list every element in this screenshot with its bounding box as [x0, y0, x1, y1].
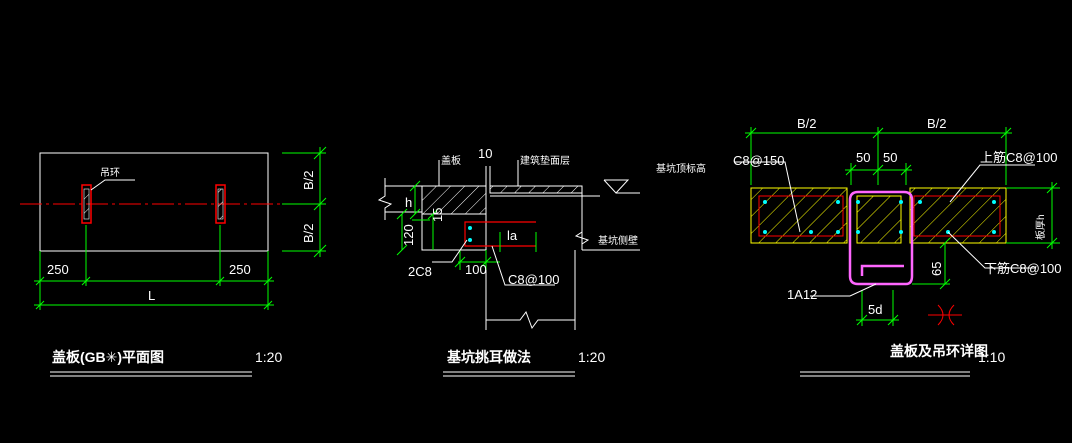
- dimension-top: [745, 127, 1012, 185]
- dim-250-left: 250: [47, 262, 69, 277]
- view-slab-plan: 吊环 B/2 B/2 250 250: [20, 146, 327, 377]
- slab-middle-section: [856, 195, 902, 244]
- break-mark-left: [377, 178, 393, 220]
- dim-15: 15: [430, 208, 445, 222]
- dimension-b2: [282, 146, 327, 258]
- label-floor: 建筑垫面层: [520, 154, 570, 167]
- dim-la: la: [507, 228, 518, 243]
- floor-finish: [489, 185, 583, 194]
- ring-hatch-left: [83, 188, 90, 220]
- break-mark-wall: [574, 226, 590, 245]
- section-mark: [928, 304, 962, 326]
- ring-leader: [90, 179, 135, 191]
- scale-view2: 1:20: [578, 349, 605, 365]
- scale-view1: 1:20: [255, 349, 282, 365]
- scale-view3: 1:10: [978, 349, 1005, 365]
- dim-b2-left: B/2: [797, 116, 817, 131]
- dimension-5d: [856, 290, 899, 326]
- rebar-frame-left: [758, 195, 844, 237]
- dim-65: 65: [929, 262, 944, 276]
- dim-100: 100: [465, 262, 487, 277]
- dim-h-right: 板厚h: [1034, 214, 1047, 240]
- dim-b2-top: B/2: [301, 170, 316, 190]
- dim-L: L: [148, 288, 155, 303]
- label-ring: 吊环: [100, 167, 120, 179]
- ring-hatch-right: [217, 188, 224, 220]
- label-1a12: 1A12: [787, 287, 817, 302]
- label-c8-100: C8@100: [508, 272, 560, 287]
- label-top-elev: 基坑顶标高: [656, 162, 706, 175]
- dim-5d: 5d: [868, 302, 882, 317]
- label-2c8: 2C8: [408, 264, 432, 279]
- view-slab-ring-detail: B/2 B/2 50 50: [733, 116, 1062, 377]
- lifting-ring: [848, 190, 914, 286]
- lifting-ring-right: [215, 184, 226, 224]
- dim-b2-bottom: B/2: [301, 223, 316, 243]
- title-view3: 盖板及吊环详图: [890, 343, 988, 359]
- label-slab: 盖板: [441, 154, 461, 167]
- title-view1: 盖板(GB✳)平面图: [52, 349, 164, 365]
- lifting-ring-left: [81, 184, 92, 224]
- rebar-point-2: [468, 238, 472, 242]
- dim-120: 120: [401, 224, 416, 246]
- label-wall: 基坑侧壁: [598, 234, 638, 247]
- dim-50-left: 50: [856, 150, 870, 165]
- slab-left-section: [750, 187, 848, 244]
- dim-250-right: 250: [229, 262, 251, 277]
- label-bot-c8: 下筋C8@100: [984, 261, 1062, 276]
- elevation-symbol: [603, 179, 630, 194]
- rebar-frame-right: [913, 195, 1001, 237]
- slab-outline: [39, 152, 269, 252]
- dimension-ear: [396, 180, 537, 270]
- dimension-right: [912, 182, 1060, 290]
- slab-right-section: [909, 187, 1007, 244]
- view-pit-ear-detail: 盖板 10 建筑垫面层 基坑顶标高 基坑侧壁 h 15 1: [377, 146, 706, 377]
- dim-h: h: [405, 195, 412, 210]
- rebar-points: [763, 200, 996, 234]
- rebar-point-1: [468, 226, 472, 230]
- label-top-c8: 上筋C8@100: [980, 150, 1058, 165]
- dim-b2-right: B/2: [927, 116, 947, 131]
- title-view2: 基坑挑耳做法: [447, 349, 531, 365]
- dim-50-right: 50: [883, 150, 897, 165]
- dimension-250: [34, 225, 274, 310]
- label-c8-150: C8@150: [733, 153, 785, 168]
- dim-10: 10: [478, 146, 492, 161]
- break-mark-bottom: [486, 310, 575, 330]
